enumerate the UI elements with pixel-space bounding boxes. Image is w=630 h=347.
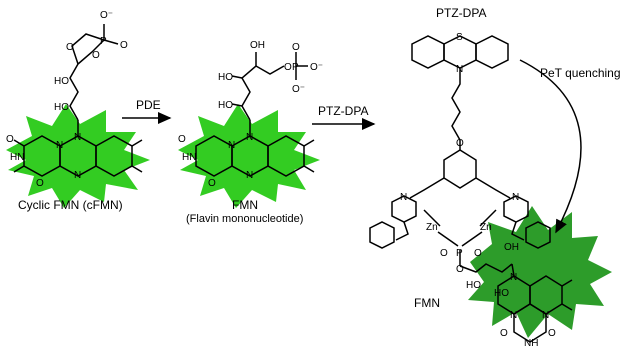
- atom-o-p-link: O: [456, 264, 464, 275]
- atom-nh-complex: NH: [524, 338, 538, 347]
- atom-zn-left: Zn: [426, 222, 438, 233]
- flavin-glow-cfmn: [6, 104, 150, 208]
- atom-n-cfmn-1: N: [74, 132, 81, 143]
- atom-n-dpa-2: N: [512, 192, 519, 203]
- atom-zn-right: Zn: [480, 222, 492, 233]
- atom-s-ptz: S: [456, 32, 463, 43]
- label-ptz-dpa-title: PTZ-DPA: [436, 6, 487, 20]
- atom-n-fmn-3: N: [246, 170, 253, 181]
- flavin-glow-fmn: [178, 104, 320, 208]
- atom-o-minus-cfmn: O⁻: [100, 10, 113, 21]
- flavin-core-fmn: [195, 120, 315, 177]
- label-ptz-dpa-arrow: PTZ-DPA: [318, 104, 369, 118]
- atom-n-complex-1: N: [510, 272, 517, 283]
- atom-n-complex-3: N: [542, 310, 549, 321]
- ribityl-phosphate-chain: [231, 52, 308, 121]
- atom-o-cfmn-1: O: [120, 40, 128, 51]
- atom-ho-complex-1: HO: [466, 280, 481, 291]
- atom-ho-cfmn-1: HO: [54, 76, 69, 87]
- label-pde: PDE: [136, 98, 161, 112]
- label-fmn-sub: (Flavin mononucleotide): [186, 213, 304, 225]
- atom-n-ptz: N: [456, 64, 463, 75]
- atom-n-cfmn-3: N: [74, 170, 81, 181]
- atom-ho-cfmn-2: HO: [54, 102, 69, 113]
- atom-p-cfmn: P: [100, 36, 107, 47]
- label-cfmn: Cyclic FMN (cFMN): [18, 198, 123, 212]
- atom-p-fmn: P: [292, 62, 299, 73]
- atom-o-fmn-2: O: [208, 178, 216, 189]
- atom-n-complex-2: N: [510, 310, 517, 321]
- atom-ho-fmn-2: HO: [218, 100, 233, 111]
- label-pet-quenching: PeT quenching: [540, 66, 621, 80]
- atom-o-complex-2: O: [548, 328, 556, 339]
- atom-o-cfmn-2: O: [66, 42, 74, 53]
- atom-oh-fmn: OH: [250, 40, 265, 51]
- atom-ho-complex-2: HO: [494, 288, 509, 299]
- flavin-glow-complex: [468, 206, 612, 338]
- label-fmn-bottom: FMN: [414, 296, 440, 310]
- atom-o-fmn-top: O: [292, 42, 300, 53]
- atom-n-fmn-1: N: [246, 132, 253, 143]
- atom-ho-fmn-1: HO: [218, 72, 233, 83]
- atom-o-p-left: O: [440, 248, 448, 259]
- atom-o-fmn-link: O: [284, 62, 292, 73]
- atom-oh-complex: OH: [504, 242, 519, 253]
- atom-o-p-right: O: [474, 248, 482, 259]
- atom-p-complex: P: [456, 248, 463, 259]
- label-fmn: FMN: [232, 198, 258, 212]
- phenothiazine-unit: [411, 35, 509, 141]
- atom-o-cfmn-5: O: [36, 178, 44, 189]
- atom-hn-cfmn: HN: [10, 152, 24, 163]
- atom-hn-fmn: HN: [182, 152, 196, 163]
- atom-o-minus-fmn-1: O⁻: [310, 62, 323, 73]
- atom-o-minus-fmn-2: O⁻: [292, 84, 305, 95]
- atom-n-dpa-1: N: [400, 192, 407, 203]
- flavin-core-complex: [497, 263, 573, 343]
- atom-n-cfmn-2: N: [56, 140, 63, 151]
- cyclic-phosphate-chain: [69, 24, 119, 121]
- atom-o-complex-1: O: [500, 328, 508, 339]
- dpa-scaffold: [369, 140, 551, 273]
- atom-o-fmn-1: O: [178, 134, 186, 145]
- atom-n-fmn-2: N: [228, 140, 235, 151]
- atom-o-cfmn-4: O: [6, 134, 14, 145]
- atom-o-cfmn-3: O: [92, 50, 100, 61]
- arrow-pet-quenching: [519, 59, 582, 234]
- flavin-core-cfmn: [13, 120, 143, 177]
